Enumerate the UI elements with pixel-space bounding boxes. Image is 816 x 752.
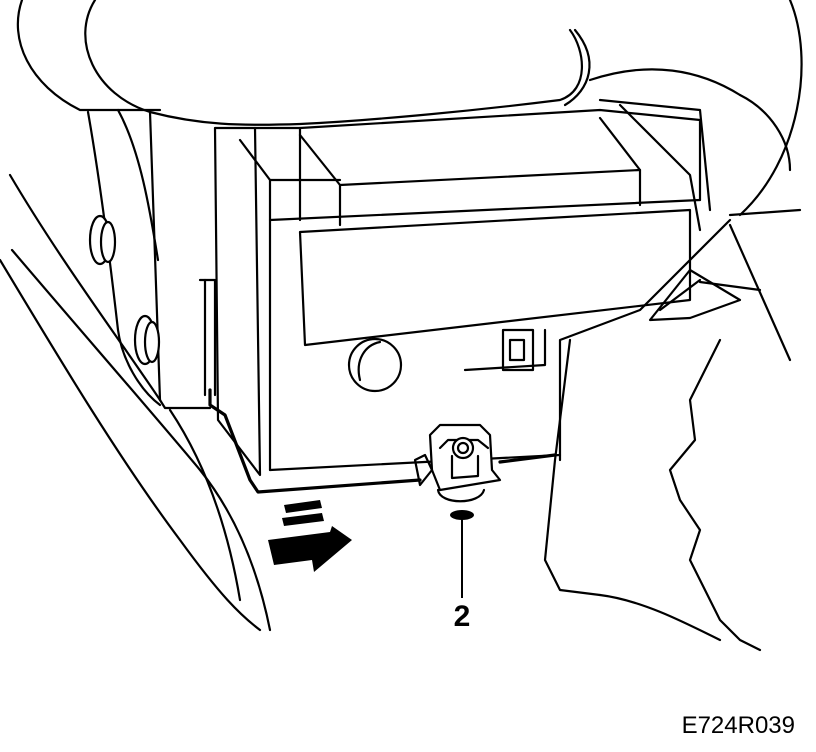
fastener-head <box>450 510 474 520</box>
wire-harness <box>208 388 422 494</box>
down-left-arrow-icon <box>268 500 352 572</box>
control-module <box>213 98 712 477</box>
left-bracket <box>8 108 217 410</box>
wire-harness-right <box>498 453 557 464</box>
round-knob <box>347 337 403 393</box>
clip-nut-icon <box>413 423 502 520</box>
latch <box>501 328 535 372</box>
right-panel <box>543 208 802 652</box>
figure-code: E724R039 <box>682 712 795 739</box>
upper-trim-panel <box>16 0 803 217</box>
callout-label-2: 2 <box>454 600 471 633</box>
lower-left-trim <box>0 248 272 632</box>
